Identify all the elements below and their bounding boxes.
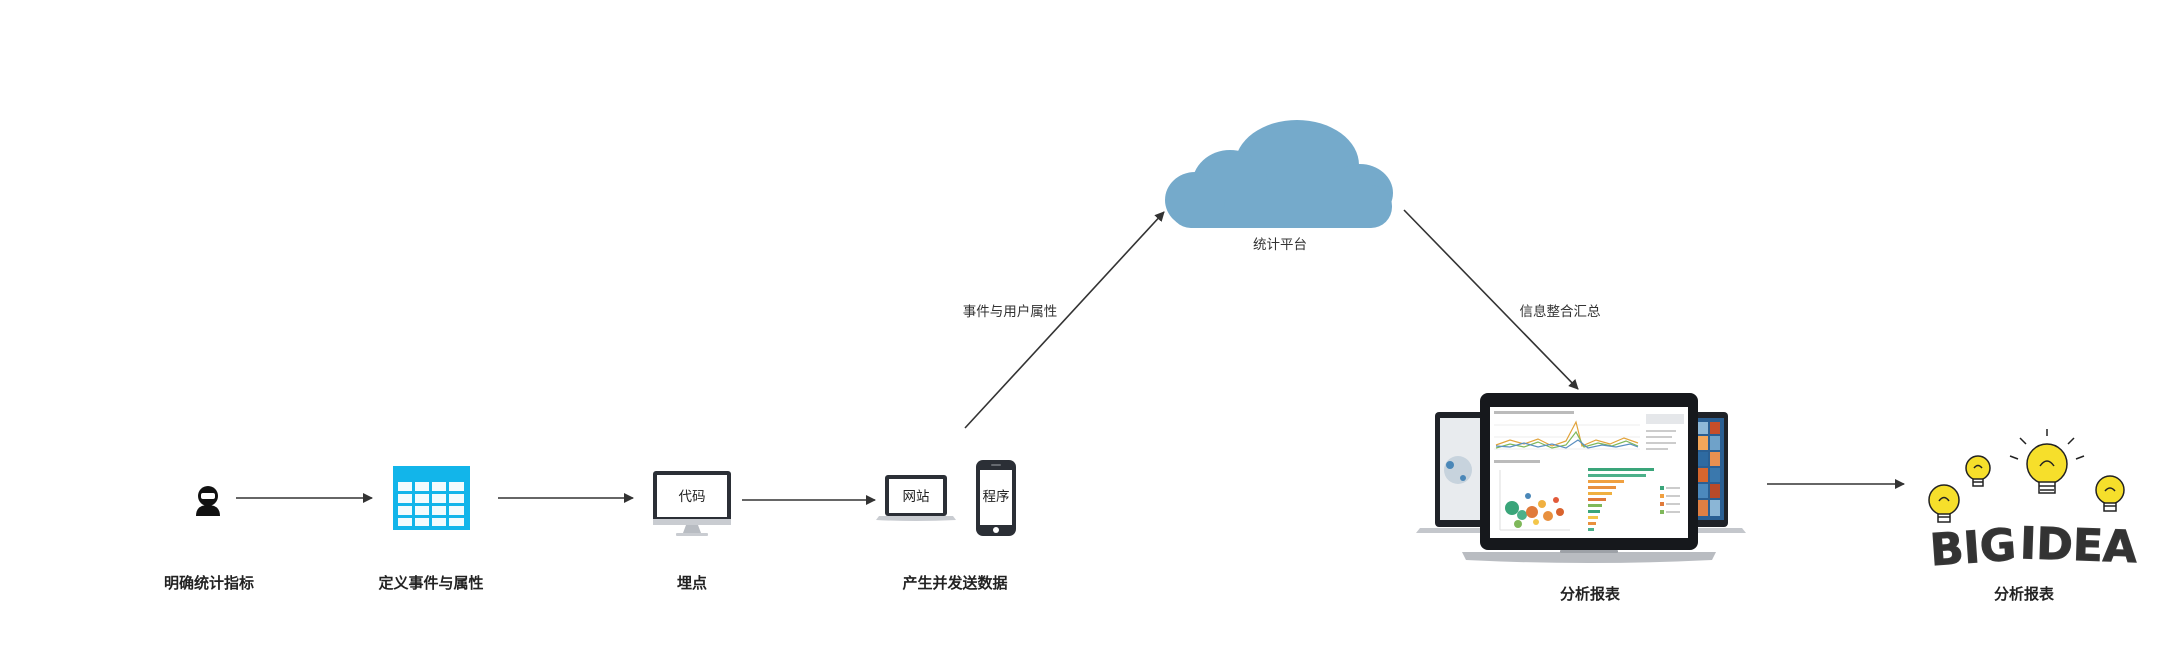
label-platform: 统计平台 [1253,237,1307,253]
label-define-metrics: 明确统计指标 [164,574,254,592]
code-label: 代码 [679,489,706,505]
big-idea-text-1: BIG [1928,520,2017,577]
arrow-platform-to-report [1403,209,1579,390]
monitor-icon: 代码 [653,471,731,536]
connectors [236,209,1905,505]
laptop-icon: 网站 [876,475,956,521]
label-big-idea-report: 分析报表 [1994,585,2055,603]
lightbulb-icon [1928,429,2125,523]
person-icon [196,486,220,516]
phone-icon: 程序 [976,460,1016,536]
dashboard-laptop-icon [1416,393,1746,563]
website-label: 网站 [903,489,930,505]
label-generate-data: 产生并发送数据 [902,574,1007,592]
app-label: 程序 [983,489,1010,505]
label-integrate: 信息整合汇总 [1520,303,1601,320]
label-report: 分析报表 [1560,585,1621,603]
label-tracking: 埋点 [677,574,707,592]
table-icon [393,466,470,530]
label-define-events: 定义事件与属性 [378,574,483,592]
arrow-data-to-platform [964,211,1165,429]
label-events-user-props: 事件与用户属性 [963,303,1058,320]
big-idea-text-2: IDEA [2019,518,2138,573]
cloud-icon [1165,120,1393,228]
